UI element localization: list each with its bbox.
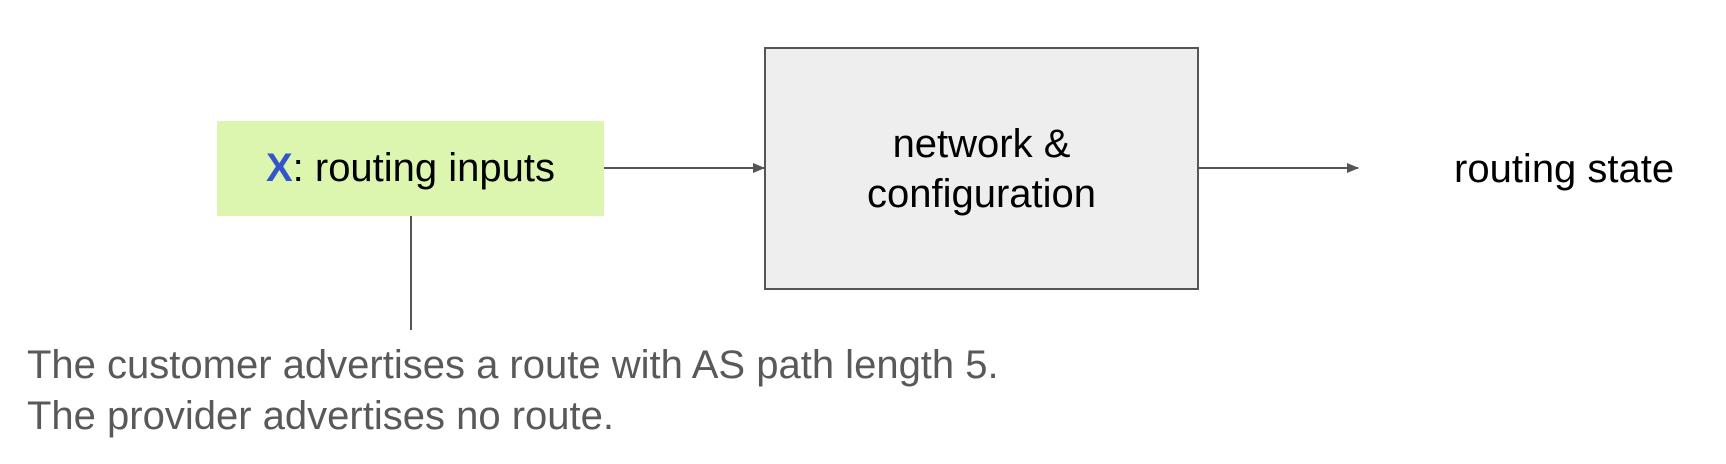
annotation-line2: The provider advertises no route. [27,394,614,438]
input-description-label: : routing inputs [292,146,556,190]
routing-inputs-annotation: The customer advertises a route with AS … [27,340,1227,442]
config-label-line1: network & [892,121,1071,166]
routing-state-label: routing state [1454,146,1675,191]
input-variable-label: X [265,146,293,190]
config-label-line2: configuration [866,171,1097,216]
routing-inputs-box: X: routing inputs [217,121,604,216]
network-configuration-box: network & configuration [764,47,1199,290]
annotation-line1: The customer advertises a route with AS … [27,343,999,387]
